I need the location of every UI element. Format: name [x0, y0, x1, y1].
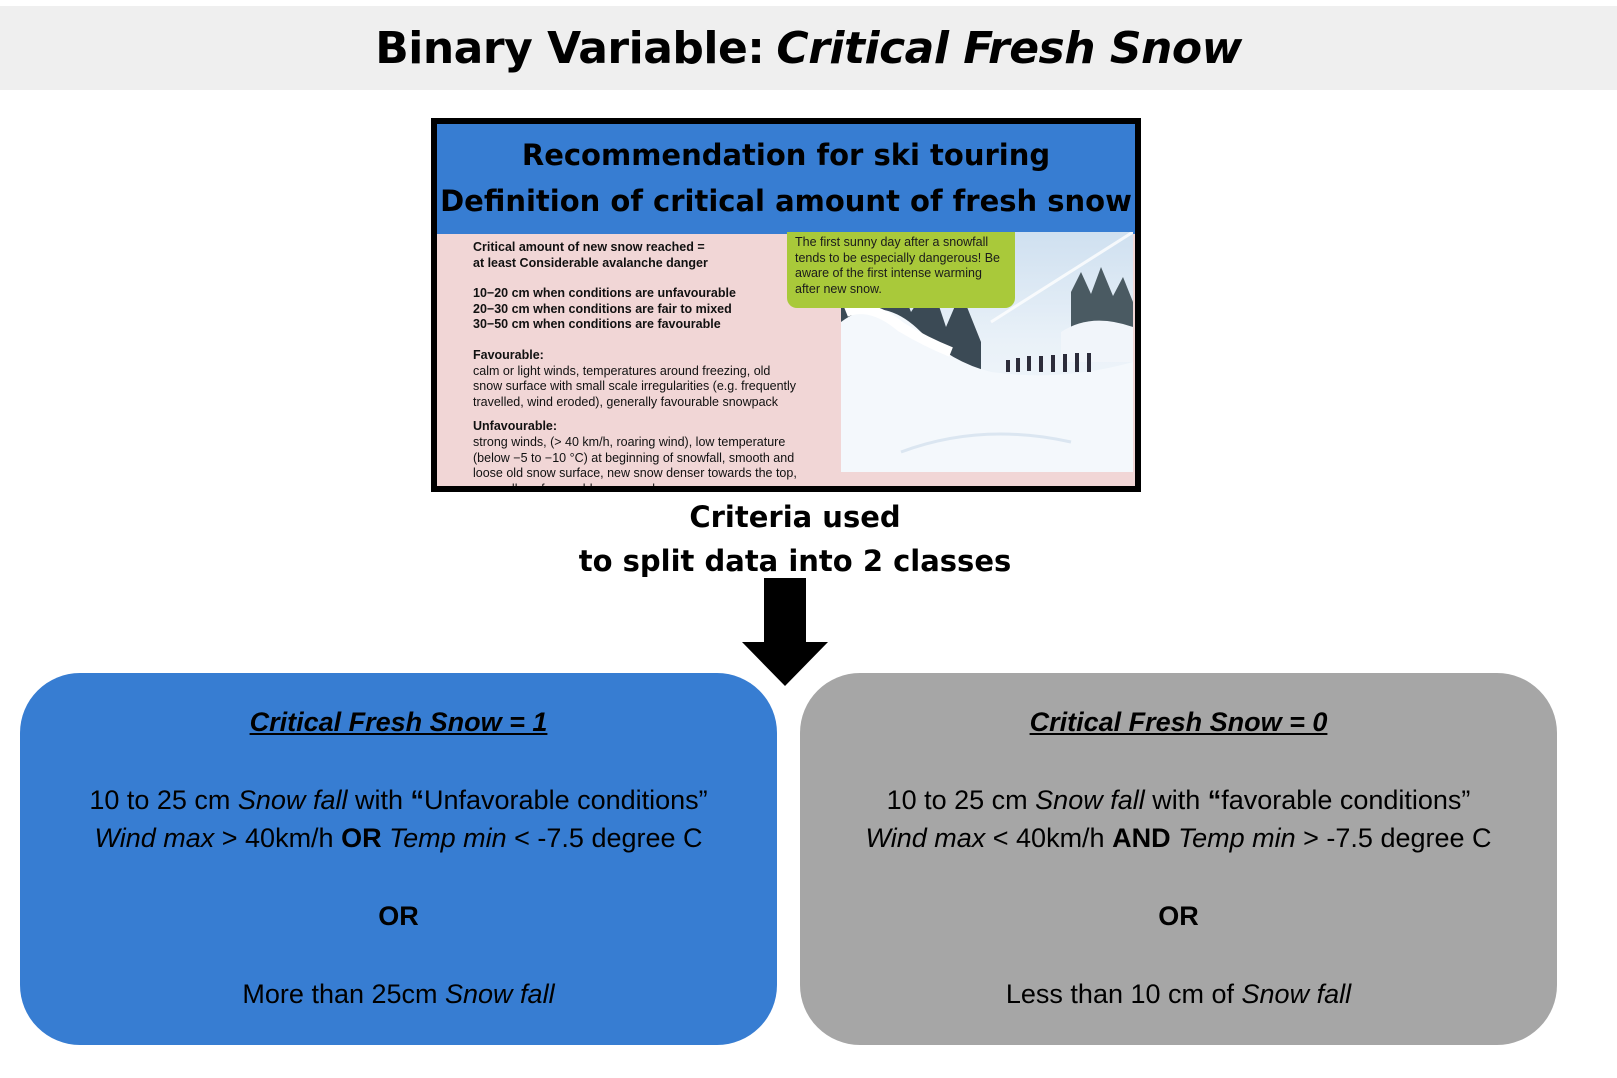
card-text-line: generally unfavourable snowpack [473, 481, 659, 492]
class-1-condition-line2: Wind max > 40km/h OR Temp min < -7.5 deg… [94, 823, 703, 853]
card-text-line: at least Considerable avalanche danger [473, 255, 708, 270]
favourable-heading: Favourable: [473, 347, 544, 362]
note-line: The first sunny day after a snowfall [795, 235, 989, 249]
card-text-line: snow surface with small scale irregulari… [473, 379, 797, 394]
class-1-condition-line1: 10 to 25 cm Snow fall with “Unfavorable … [89, 785, 708, 815]
card-text-line: 10−20 cm when conditions are unfavourabl… [473, 286, 736, 301]
card-text-line: loose old snow surface, new snow denser … [473, 466, 797, 481]
class-1-condition-line3: More than 25cm Snow fall [242, 979, 555, 1009]
class-0-condition-line3: Less than 10 cm of Snow fall [1005, 979, 1352, 1009]
caption-line1: Criteria used [689, 500, 901, 534]
note-line: tends to be especially dangerous! Be [795, 250, 1000, 265]
title-italic: Critical Fresh Snow [776, 22, 1242, 74]
class-0-box: Critical Fresh Snow = 0 10 to 25 cm Snow… [800, 673, 1557, 1045]
down-arrow-icon [742, 578, 828, 686]
card-text-line: strong winds, (> 40 km/h, roaring wind),… [473, 434, 786, 449]
snow-scene-illustration [841, 230, 1134, 472]
class-0-heading: Critical Fresh Snow = 0 [1029, 707, 1328, 737]
class-0-condition-line1: 10 to 25 cm Snow fall with “favorable co… [886, 785, 1471, 815]
class-0-condition-line2: Wind max < 40km/h AND Temp min > -7.5 de… [865, 823, 1492, 853]
unfavourable-heading: Unfavourable: [473, 419, 558, 434]
card-text-line: travelled, wind eroded), generally favou… [473, 394, 779, 409]
card-body-text: Critical amount of new snow reached = at… [473, 240, 813, 492]
class-1-heading: Critical Fresh Snow = 1 [249, 707, 548, 737]
class-1-box: Critical Fresh Snow = 1 10 to 25 cm Snow… [20, 673, 777, 1045]
card-header-line1: Recommendation for ski touring [521, 138, 1051, 172]
card-text-line: (below −5 to −10 °C) at beginning of sno… [473, 450, 795, 465]
note-line: after new snow. [795, 281, 882, 296]
warning-note: The first sunny day after a snowfall ten… [787, 232, 1015, 308]
title-prefix: Binary Variable: [375, 22, 765, 74]
caption-line2: to split data into 2 classes [578, 544, 1012, 578]
criteria-caption: Criteria used to split data into 2 class… [560, 495, 1030, 583]
card-text-line: Critical amount of new snow reached = [473, 240, 705, 254]
class-1-or: OR [378, 901, 419, 931]
title-bar: Binary Variable: Critical Fresh Snow [0, 6, 1617, 90]
class-0-or: OR [1158, 901, 1199, 931]
card-header-line2: Definition of critical amount of fresh s… [440, 184, 1132, 218]
card-text-line: 20−30 cm when conditions are fair to mix… [473, 301, 732, 316]
recommendation-card: Recommendation for ski touring Definitio… [431, 118, 1141, 492]
note-line: aware of the first intense warming [795, 266, 982, 281]
card-header: Recommendation for ski touring Definitio… [437, 124, 1135, 234]
card-text-line: calm or light winds, temperatures around… [473, 363, 771, 378]
card-text-line: 30−50 cm when conditions are favourable [473, 317, 721, 332]
